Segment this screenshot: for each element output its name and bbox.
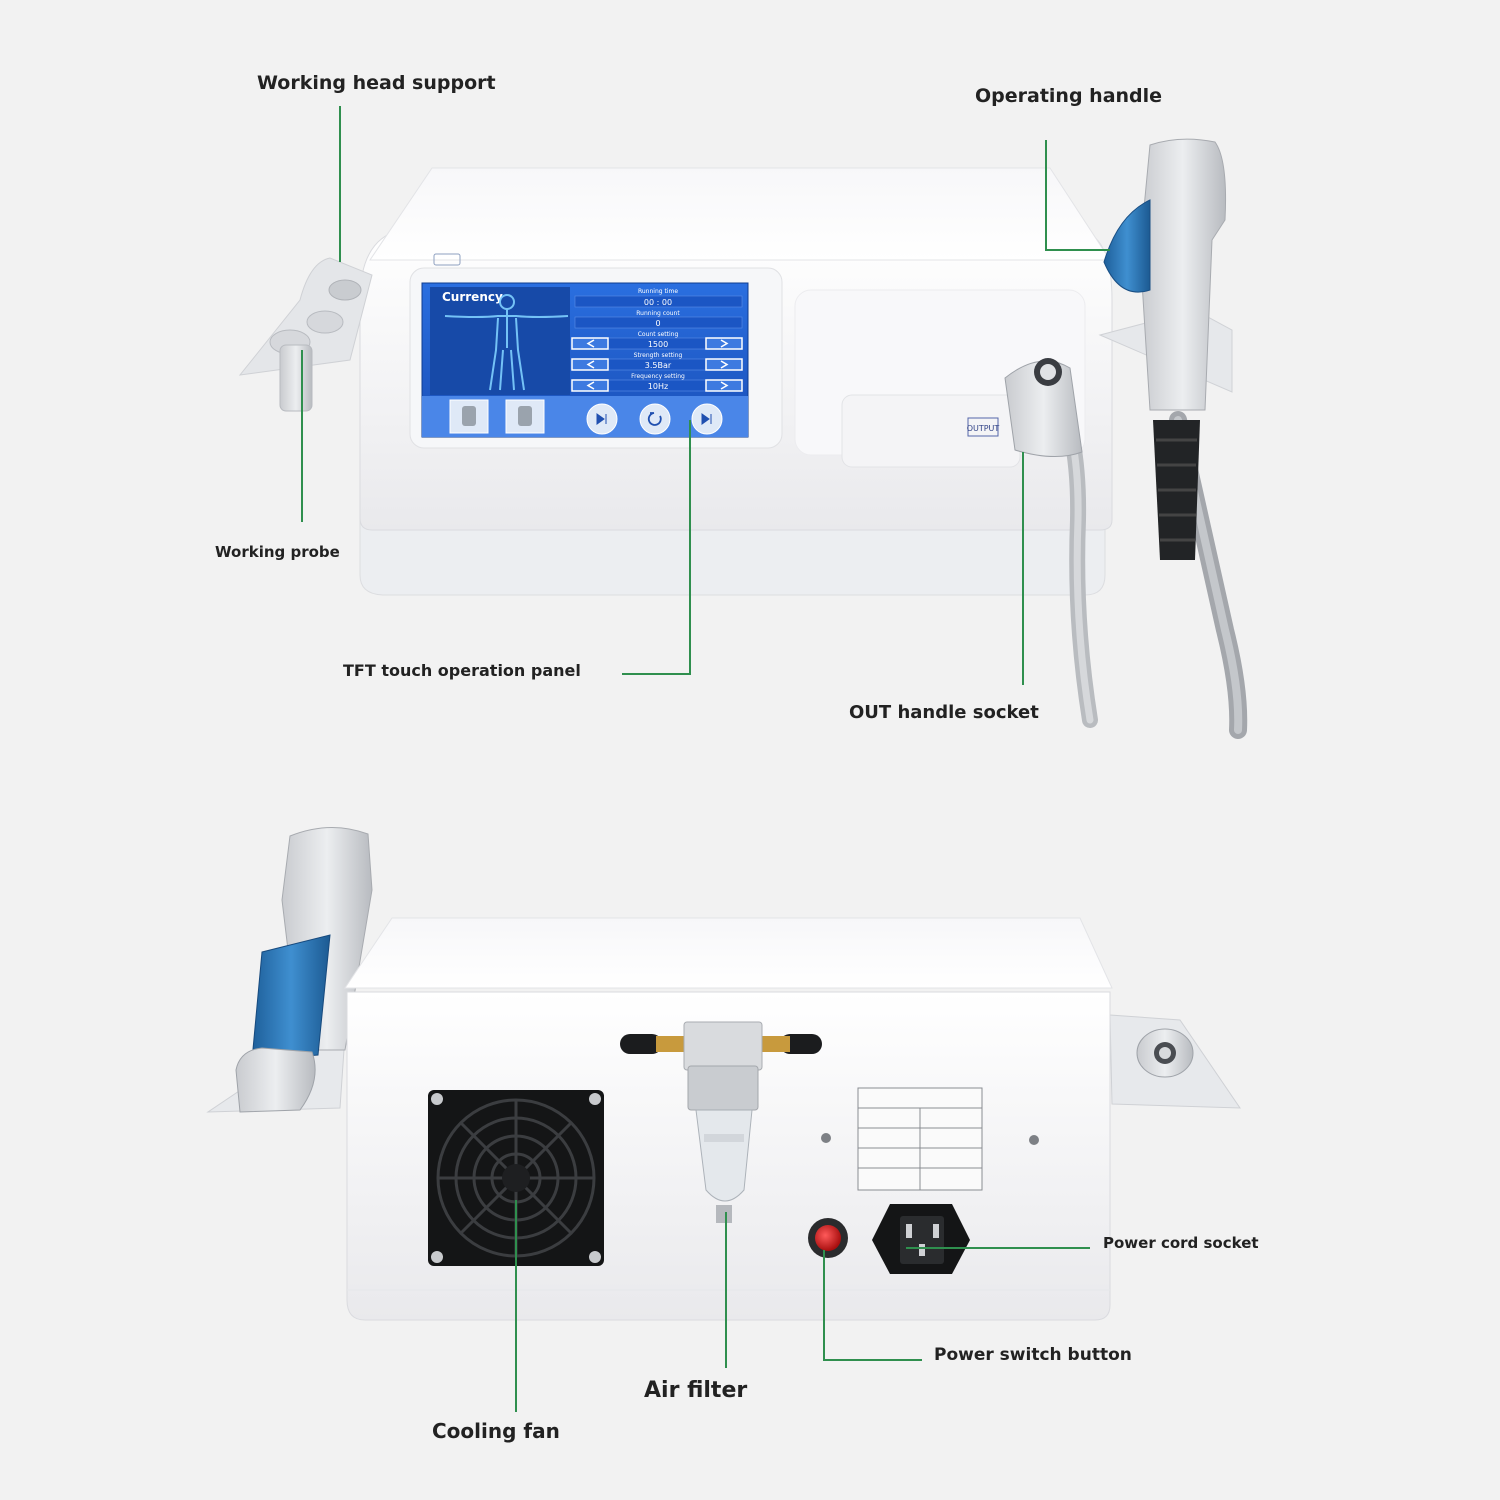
label-operating-handle: Operating handle [975, 85, 1163, 107]
leader-power-switch [823, 1250, 922, 1361]
running-count-value: 0 [655, 319, 660, 328]
reset-button[interactable] [639, 403, 671, 435]
leader-lines [301, 106, 1110, 1412]
output-marking: OUTPUT [967, 424, 1000, 433]
operating-handle [1098, 138, 1248, 739]
working-head-support [238, 257, 373, 412]
running-count-label: Running count [636, 310, 680, 317]
cooling-fan [428, 1090, 604, 1266]
reset-icon [647, 412, 662, 426]
arrow-right-icon [720, 339, 729, 348]
body-figure-icon [444, 294, 569, 391]
back-view-device [206, 827, 1241, 1321]
strength-setting-value: 3.5Bar [645, 361, 672, 370]
label-out-handle-socket: OUT handle socket [849, 702, 1039, 723]
play-pause-icon [701, 413, 712, 425]
count-setting-value: 1500 [648, 340, 668, 349]
count-setting-label: Count setting [638, 331, 679, 338]
label-tft-panel: TFT touch operation panel [343, 661, 581, 680]
strength-increase-button[interactable] [705, 358, 743, 371]
spec-plate [857, 1087, 983, 1191]
play-pause-icon [596, 413, 607, 425]
air-filter [620, 1021, 822, 1223]
frequency-setting-label: Frequency setting [631, 373, 685, 380]
frequency-setting-value: 10Hz [648, 382, 668, 391]
count-decrease-button[interactable] [571, 337, 609, 350]
screen-title: Currency [442, 290, 503, 304]
label-power-cord-socket: Power cord socket [1103, 1234, 1259, 1252]
power-switch-button[interactable] [808, 1218, 848, 1258]
arrow-left-icon [586, 339, 595, 348]
label-working-probe: Working probe [215, 543, 340, 561]
power-cord-socket[interactable] [872, 1204, 970, 1274]
leader-tft-panel [622, 420, 691, 675]
arrow-left-icon [586, 381, 595, 390]
label-working-head-support: Working head support [257, 72, 496, 94]
label-power-switch-button: Power switch button [934, 1345, 1132, 1365]
strength-decrease-button[interactable] [571, 358, 609, 371]
frequency-decrease-button[interactable] [571, 379, 609, 392]
arrow-right-icon [720, 381, 729, 390]
out-handle-socket [1004, 358, 1098, 728]
probe-holder-back [1109, 1014, 1241, 1109]
frequency-increase-button[interactable] [705, 379, 743, 392]
tft-touch-screen[interactable]: Currency Running time 00 : 00 Running co… [421, 282, 749, 438]
running-time-label: Running time [638, 288, 678, 295]
arrow-right-icon [720, 360, 729, 369]
running-time-value: 00 : 00 [644, 298, 672, 307]
leader-operating-handle [1045, 140, 1110, 251]
working-probe [279, 344, 313, 412]
model-badge [433, 253, 461, 266]
handle-back-view [206, 827, 373, 1113]
count-increase-button[interactable] [705, 337, 743, 350]
strength-setting-label: Strength setting [634, 352, 683, 359]
arrow-left-icon [586, 360, 595, 369]
front-view-device: OUTPUT Currency Running time 00 : 00 Run… [238, 138, 1248, 739]
label-cooling-fan: Cooling fan [432, 1419, 560, 1443]
label-air-filter: Air filter [644, 1378, 748, 1403]
